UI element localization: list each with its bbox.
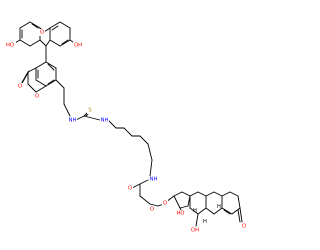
bond-63 xyxy=(179,205,189,209)
bond-49 xyxy=(139,135,149,145)
bond-69 xyxy=(197,207,207,215)
bond-67 xyxy=(197,191,207,197)
bond-52 xyxy=(149,159,153,177)
bond-45 xyxy=(107,119,117,129)
bg-xanthene-o xyxy=(39,29,45,36)
atom-thiourea-s: S xyxy=(88,108,91,114)
bond-76 xyxy=(213,207,223,215)
bond-30 xyxy=(47,79,55,85)
bg-amide-nh xyxy=(149,176,158,183)
bond-15 xyxy=(59,21,71,29)
bond-60 xyxy=(173,191,183,197)
bg-ho-left xyxy=(5,42,16,49)
bg-thiourea-nh1 xyxy=(68,117,77,124)
bond-20 xyxy=(51,25,59,31)
bond-12 xyxy=(45,39,51,47)
bond-35 xyxy=(35,85,47,93)
atom-steroid-h-2: H xyxy=(217,204,221,210)
atom-oh-right: OH xyxy=(74,43,82,49)
bond-54 xyxy=(131,183,141,189)
bg-steroid-ketone-o xyxy=(241,223,247,230)
bond-26 xyxy=(35,79,47,87)
bond-14 xyxy=(49,21,61,29)
atom-thiourea-nh2: NH xyxy=(101,118,109,124)
bond-78 xyxy=(221,191,231,197)
bond-18 xyxy=(49,39,61,47)
bond-41 xyxy=(75,115,85,121)
atom-xanthene-o: O xyxy=(40,30,44,36)
bond-81 xyxy=(231,207,241,215)
bond-47 xyxy=(123,127,133,137)
atom-lactone-o: O xyxy=(35,94,39,100)
bg-amide-o xyxy=(127,185,133,192)
atom-ester-o: O xyxy=(163,201,167,207)
bond-11 xyxy=(39,39,47,47)
bond-23 xyxy=(45,61,57,69)
bond-50 xyxy=(147,143,151,153)
bond-6 xyxy=(19,39,31,47)
bg-thiourea-s xyxy=(87,107,93,114)
atom-amide-nh: NH xyxy=(150,177,158,183)
bond-31 xyxy=(47,63,55,71)
bond-80 xyxy=(237,195,241,209)
bond-32 xyxy=(27,67,37,73)
bond-82 xyxy=(221,207,233,215)
bond-34 xyxy=(27,83,37,93)
atom-ho-left: HO xyxy=(6,43,14,49)
bond-79 xyxy=(229,191,239,197)
bond-73 xyxy=(205,191,215,197)
atom-thiourea-nh1: NH xyxy=(69,118,77,124)
atom-ester-o-bottom: O xyxy=(150,207,154,213)
bond-5 xyxy=(29,39,41,47)
bond-44 xyxy=(83,115,101,121)
bond-40 xyxy=(63,103,71,117)
bond-2 xyxy=(19,21,31,29)
bg-steroid-c11-oh xyxy=(190,227,200,234)
atom-labels: HO OH O O O NH S NH NH O O O HO OH O H H… xyxy=(5,29,247,234)
molecule-structure-diagram: HO OH O O O NH S NH NH O O O HO OH O H H… xyxy=(5,21,247,234)
bond-77 xyxy=(205,207,215,215)
bond-21 xyxy=(61,39,69,45)
bg-lactone-o xyxy=(34,93,40,100)
bond-38 xyxy=(55,79,65,89)
atom-amide-o: O xyxy=(128,186,132,192)
bond-lines xyxy=(9,21,243,227)
bond-57 xyxy=(149,203,159,207)
atom-lactone-carbonyl-o: O xyxy=(18,84,22,90)
bond-17 xyxy=(59,39,71,47)
bond-74 xyxy=(213,191,223,197)
bond-53 xyxy=(139,179,149,185)
bond-66 xyxy=(189,191,199,197)
bond-37 xyxy=(20,70,30,86)
bg-thiourea-nh2 xyxy=(100,117,109,124)
bg-oh-right xyxy=(73,42,84,49)
atom-steroid-h-3: H xyxy=(203,219,207,225)
atom-steroid-h-1: H xyxy=(193,208,197,214)
bond-8 xyxy=(31,23,39,29)
atom-steroid-ketone-o: O xyxy=(242,224,246,230)
bond-72 xyxy=(195,213,199,227)
bond-70 xyxy=(189,207,199,215)
bond-3 xyxy=(29,21,41,29)
bond-85 xyxy=(223,209,231,215)
bond-25 xyxy=(45,79,57,87)
bond-51 xyxy=(149,151,153,161)
bg-ester-o xyxy=(162,200,168,207)
bg-ester-o-bottom xyxy=(149,206,155,213)
bond-56 xyxy=(139,195,151,205)
bond-28 xyxy=(35,61,47,69)
bond-61 xyxy=(181,191,191,197)
atom-steroid-c17-ho: HO xyxy=(177,211,185,217)
bg-steroid-c17-ho xyxy=(175,210,186,217)
bg-lactone-carbonyl-o xyxy=(17,83,23,90)
bond-83 xyxy=(239,207,243,223)
bond-64 xyxy=(173,195,181,209)
bond-84 xyxy=(237,209,241,223)
atom-steroid-c11-oh: OH xyxy=(191,228,199,234)
